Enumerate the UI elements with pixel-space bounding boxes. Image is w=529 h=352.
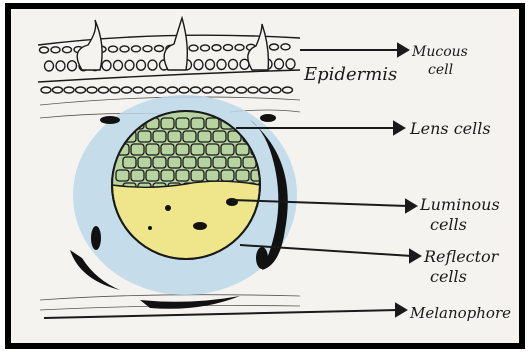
label-lens-cells: Lens cells [409, 119, 491, 138]
label-reflector-2: cells [430, 267, 467, 286]
label-melanophore: Melanophore [409, 304, 511, 322]
label-reflector-1: Reflector [423, 247, 500, 266]
label-mucous-1: Mucous [411, 44, 468, 60]
label-luminous-2: cells [430, 215, 467, 234]
label-luminous-1: Luminous [419, 195, 500, 214]
label-mucous-2: cell [428, 62, 453, 78]
label-epidermis: Epidermis [303, 64, 397, 85]
